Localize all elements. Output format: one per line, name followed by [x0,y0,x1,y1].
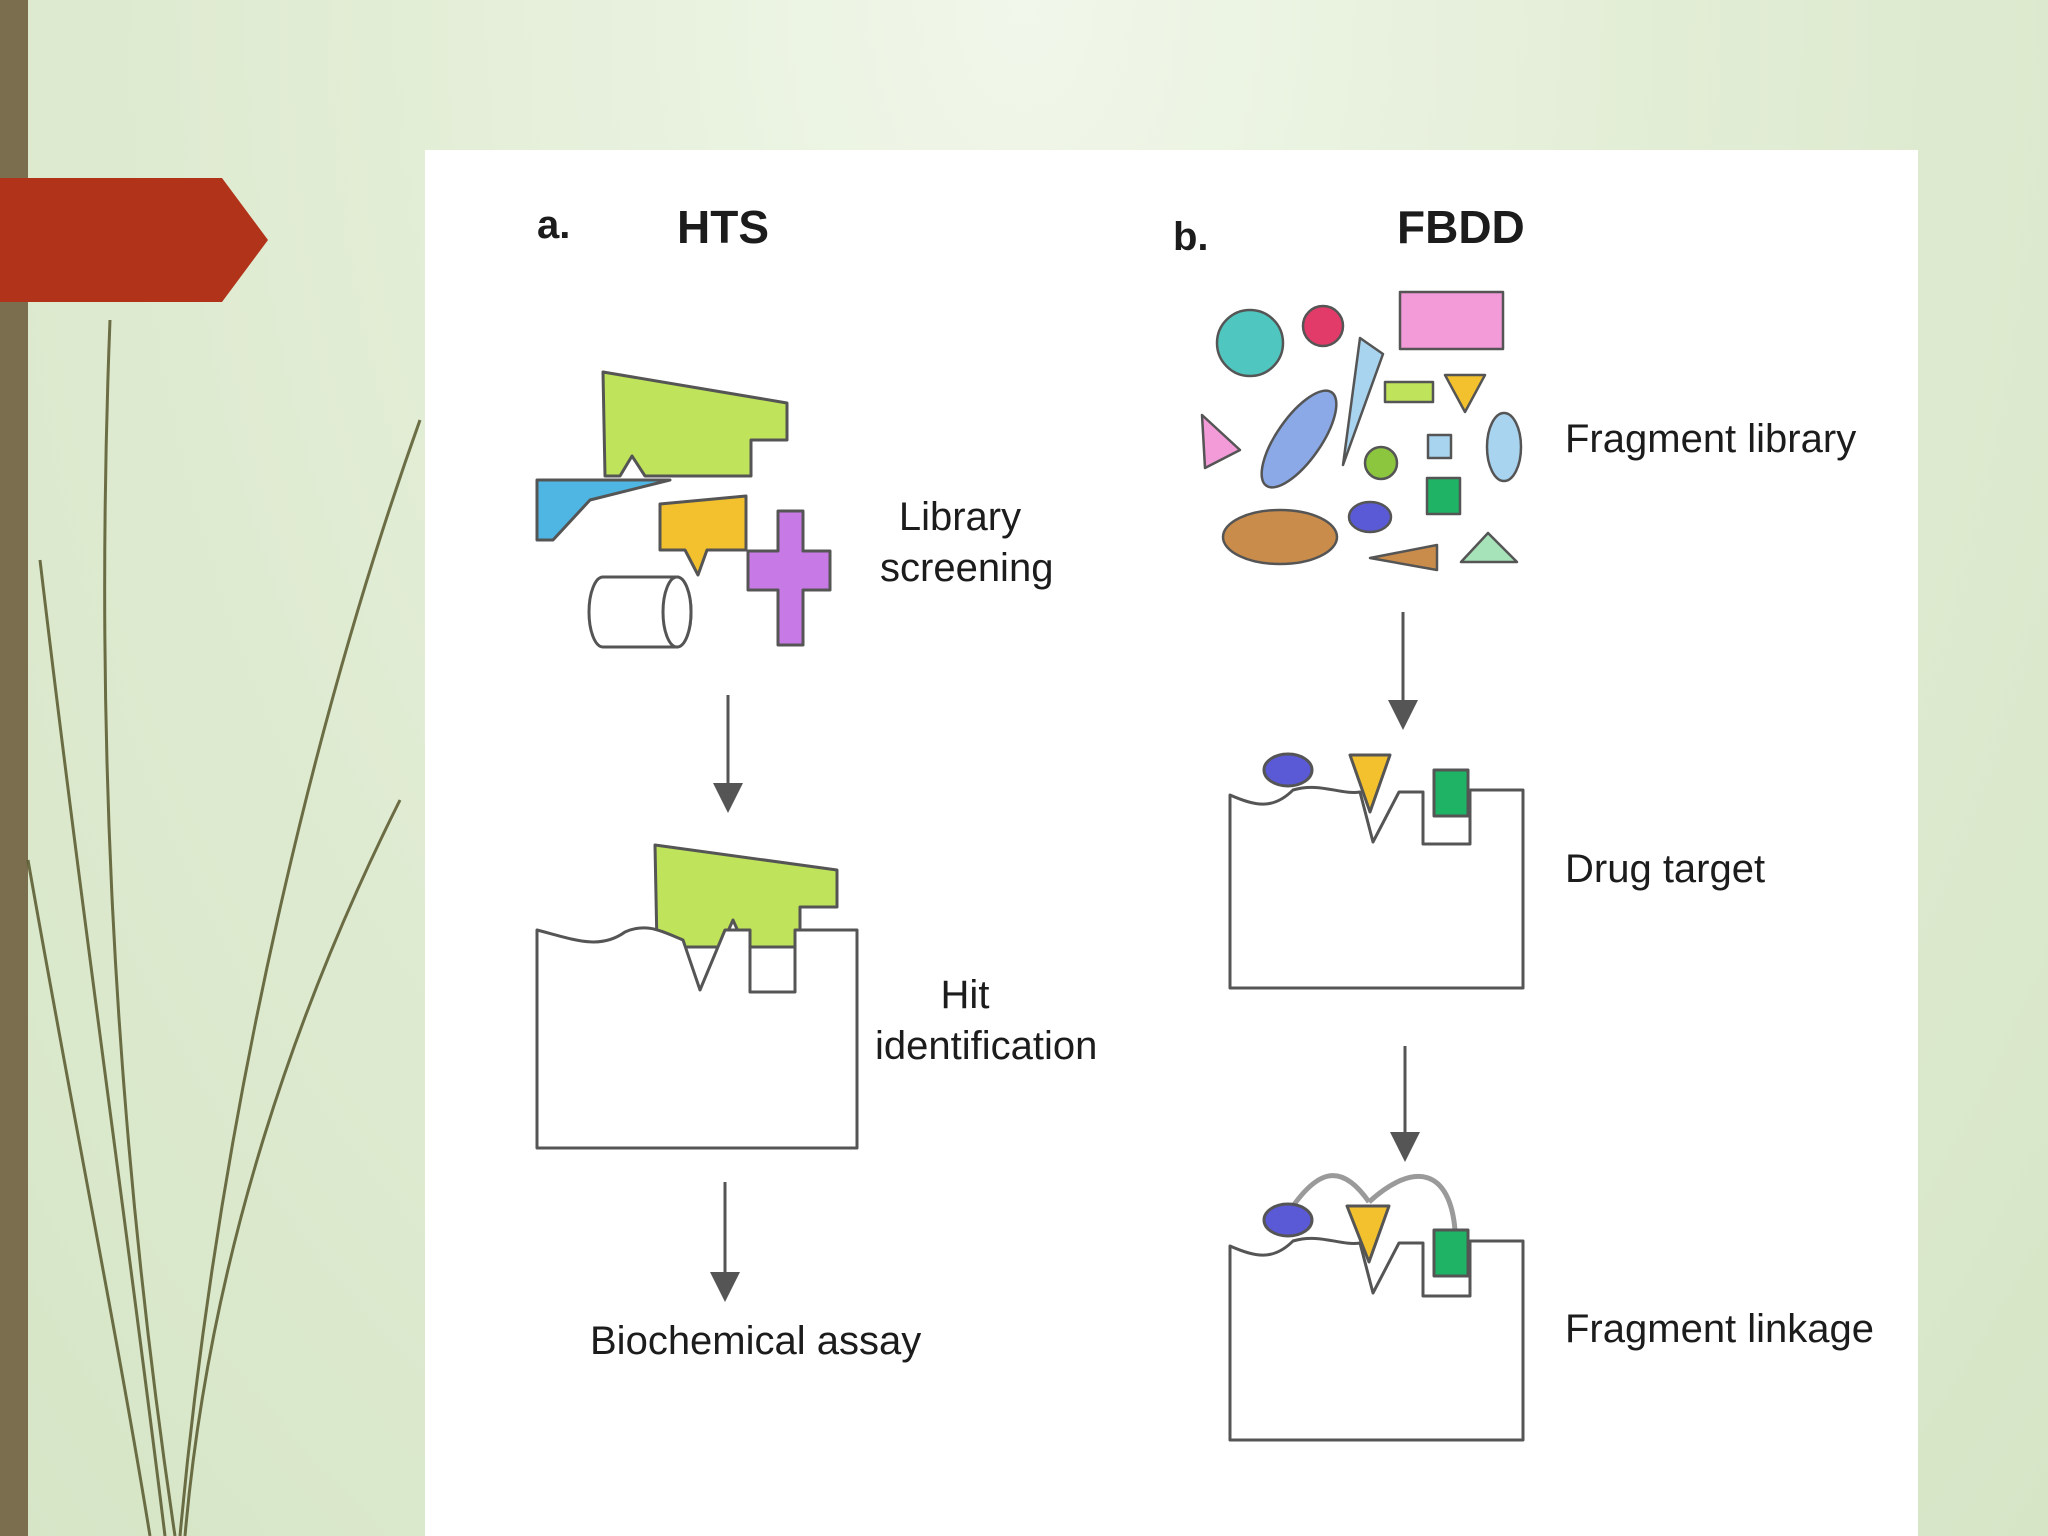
panel-b-letter: b. [1173,215,1209,259]
periwinkle-ellipse-fragment [1260,389,1338,489]
light-blue-sliver-fragment [1341,336,1385,467]
yellow-fragment-linked [1345,1204,1391,1264]
decorative-grass-lines [26,319,422,1536]
step-label-fragment-linkage: Fragment linkage [1565,1307,1875,1351]
yellow-triangle-fragment [1443,373,1487,414]
yellow-fragment-bound [1348,753,1392,814]
title-arrow-tab [0,178,268,302]
panel-b-title: FBDD [1397,201,1525,253]
crimson-circle-fragment [1301,304,1345,348]
hts-drug-target [535,926,859,1150]
step-label-library-screening: Library screening [880,495,1054,591]
fbdd-linkage-target [1228,1236,1525,1442]
pink-triangle-fragment [1200,413,1242,470]
light-blue-square-fragment [1426,433,1453,460]
purple-cross-shape [746,509,832,647]
step-label-drug-target: Drug target [1565,847,1766,891]
fbdd-drug-target [1228,785,1525,990]
blue-wedge-shape [535,478,672,542]
emerald-fragment-bound [1432,768,1470,818]
yellow-notched-shape [658,494,748,577]
fbdd-drug-target-complex [1228,752,1525,990]
cylinder-shape [587,575,693,649]
figure-panel: a. HTS b. FBDD Library screening Hit ide… [425,150,1918,1536]
hts-fbdd-diagram [535,290,1525,1442]
mint-triangle-fragment [1459,531,1519,564]
brown-wedge-fragment [1368,543,1439,572]
pink-rectangle-fragment [1398,290,1505,351]
indigo-fragment-linked [1262,1202,1314,1238]
emerald-fragment-linked [1432,1228,1470,1278]
panel-a-title: HTS [677,201,769,253]
lime-bar-fragment [1383,380,1435,404]
teal-circle-fragment [1215,308,1285,378]
step-label-biochemical-assay: Biochemical assay [590,1319,922,1363]
brown-ellipse-fragment [1221,508,1339,566]
step-label-fragment-library: Fragment library [1565,417,1857,461]
step-label-hit-identification: Hit identification [875,973,1098,1069]
fbdd-linkage-complex [1228,1173,1525,1442]
indigo-fragment-bound [1262,752,1314,788]
lime-wedge-shape [601,370,789,478]
linker-2 [1367,1174,1458,1231]
panel-a-letter: a. [537,203,571,247]
emerald-square-fragment [1425,476,1462,516]
indigo-oval-fragment [1347,500,1393,534]
hts-hit-complex [535,843,859,1150]
lime-wedge-bound [653,843,839,949]
hts-library-shapes [535,370,832,649]
green-circle-fragment [1363,445,1399,481]
light-blue-oval-fragment [1485,411,1523,483]
fbdd-fragment-library [1200,290,1523,572]
